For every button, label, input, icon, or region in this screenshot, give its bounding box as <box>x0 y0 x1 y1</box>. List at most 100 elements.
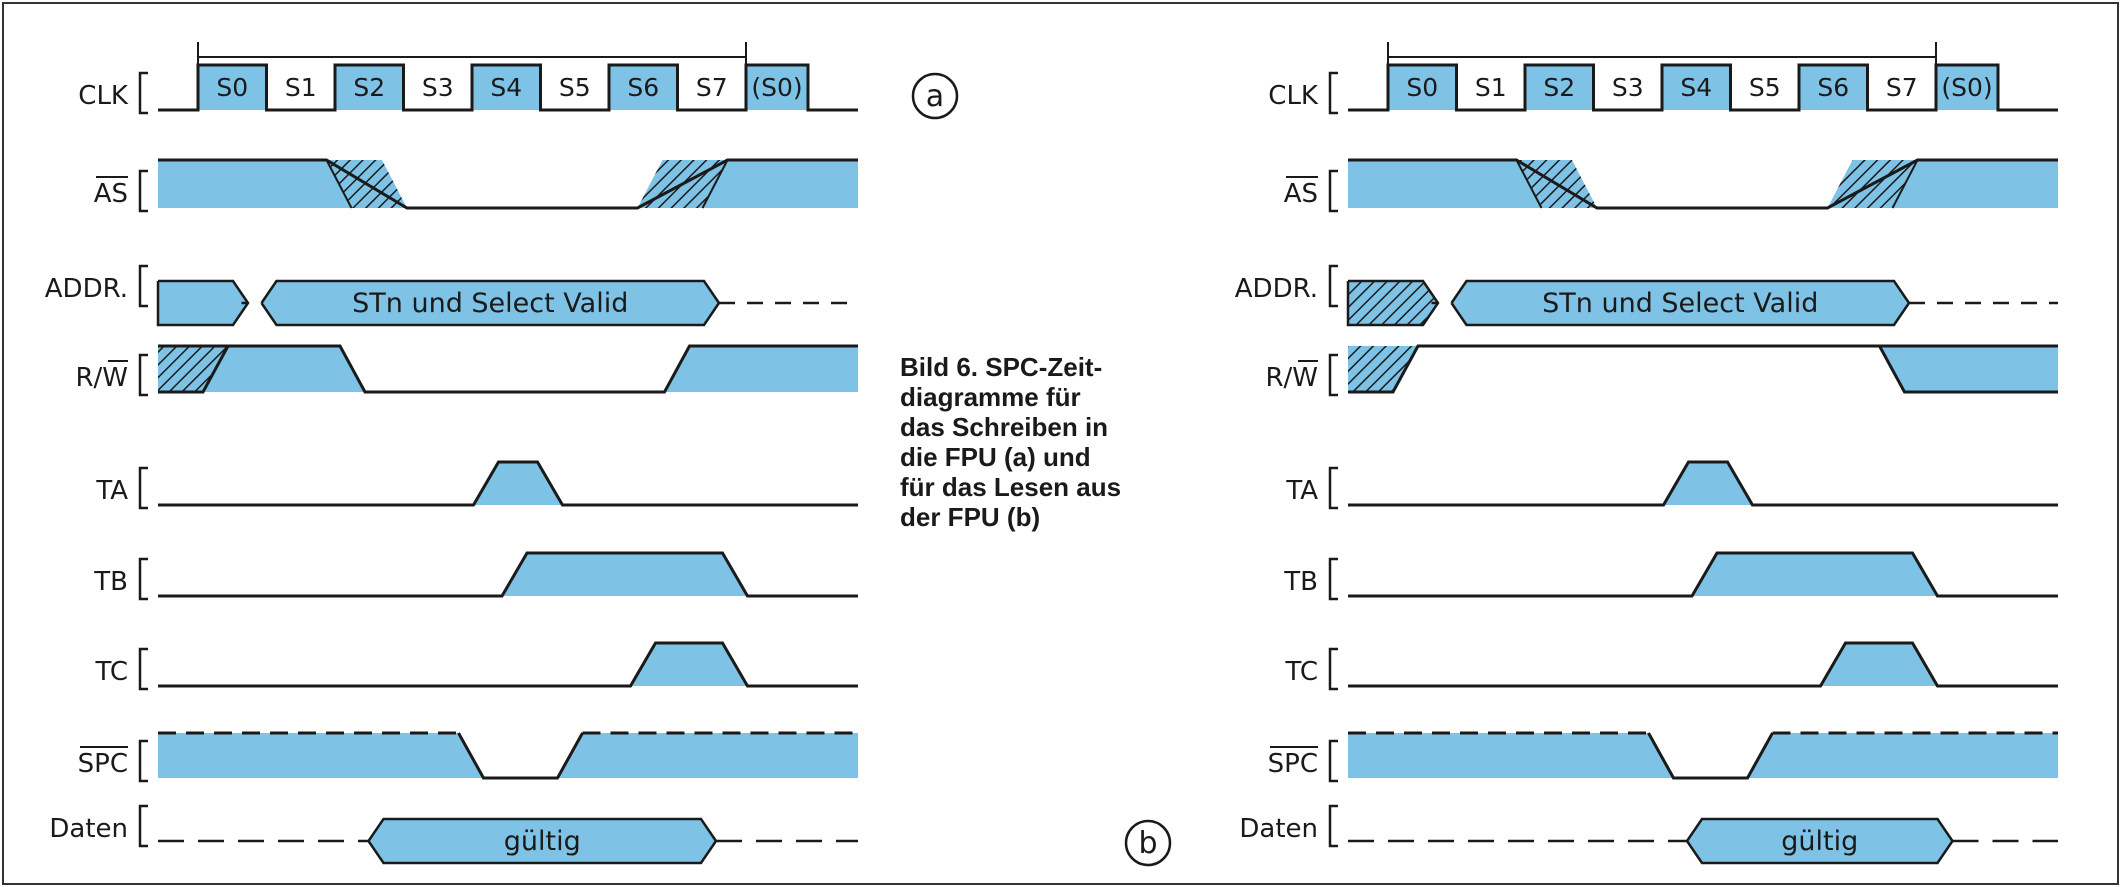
signal-label-text: Daten <box>1239 814 1318 844</box>
figure-caption: Bild 6. SPC-Zeit- diagramme für das Schr… <box>900 352 1150 532</box>
signal-label-tc: TC <box>1284 647 1338 691</box>
caption-line: der FPU (b) <box>900 502 1041 532</box>
addr-valid-label: STn und Select Valid <box>352 288 628 319</box>
clk-state-label: S1 <box>285 73 317 102</box>
spc-high-region <box>1348 733 1674 778</box>
addr-prev-region <box>1348 281 1438 325</box>
signal-label-data: Daten <box>1239 804 1338 848</box>
signal-label-text: TC <box>1284 657 1318 687</box>
signal-bracket <box>138 466 148 510</box>
clk-state-label: S4 <box>490 73 522 102</box>
signal-label-text: R/W <box>1265 363 1318 393</box>
signal-bracket <box>138 804 148 848</box>
signal-label-spc: SPC <box>1268 739 1338 783</box>
rw-low-region <box>203 346 365 392</box>
as-line <box>1348 158 2058 210</box>
clk-line <box>1348 63 2058 112</box>
panel-marker-text: a <box>926 79 944 114</box>
tc-waveform <box>1348 641 2058 688</box>
clk-high-phase <box>472 65 541 110</box>
as-hatch-edge <box>1891 159 1919 209</box>
signal-bracket <box>1328 466 1338 510</box>
rw-waveform <box>1348 344 2058 394</box>
signal-bracket <box>138 739 148 783</box>
clk-state-label: S5 <box>559 73 591 102</box>
spc-waveform <box>1348 731 2058 780</box>
signal-label-spc: SPC <box>78 739 148 783</box>
tb-waveform <box>1348 551 2058 598</box>
data-valid-region <box>368 819 716 863</box>
panel-marker: b <box>1124 819 1172 867</box>
panel-marker: a <box>911 72 959 120</box>
rw-waveform <box>158 344 858 394</box>
signal-label-tc: TC <box>94 647 148 691</box>
signal-bracket <box>1328 557 1338 601</box>
ta-waveform-active-region <box>1663 462 1753 505</box>
signal-label-text: ADDR. <box>45 274 128 304</box>
rw-line <box>158 345 230 394</box>
signal-label-tb: TB <box>1283 557 1338 601</box>
signal-label-text: CLK <box>78 81 129 111</box>
clk-state-label: S0 <box>1406 73 1438 102</box>
as-hatch-edge <box>701 159 729 209</box>
signal-bracket <box>1328 169 1338 213</box>
clk-high-phase <box>1388 65 1457 110</box>
clk-state-label: S7 <box>1886 73 1918 102</box>
rw-line <box>158 344 858 394</box>
signal-label-tb: TB <box>93 557 148 601</box>
tb-waveform-line <box>158 551 858 598</box>
as-hatch-edge <box>325 159 353 209</box>
signal-label-as: AS <box>94 169 148 213</box>
signal-label-ta: TA <box>95 466 148 510</box>
addr-valid-label: STn und Select Valid <box>1542 288 1818 319</box>
clk-high-phase <box>746 65 808 110</box>
clk-state-label: S3 <box>1612 73 1644 102</box>
tc-waveform <box>158 641 858 688</box>
signal-label-text: TA <box>1285 476 1318 506</box>
signal-label-rw: R/W <box>1265 353 1338 397</box>
clk-high-phase <box>609 65 678 110</box>
signal-label-text: R/W <box>75 363 128 393</box>
spc-line <box>457 732 584 780</box>
as-high-region <box>158 160 352 208</box>
clk-state-label: S1 <box>1475 73 1507 102</box>
panel-marker-text: b <box>1138 826 1157 861</box>
signal-bracket <box>1328 264 1338 308</box>
signal-label-data: Daten <box>49 804 148 848</box>
rw-line <box>1348 344 2058 394</box>
ta-waveform <box>158 460 858 507</box>
addr-waveform: STn und Select Valid <box>1346 279 2058 327</box>
rw-next-region <box>664 346 858 392</box>
clk-state-label: S2 <box>353 73 385 102</box>
signal-bracket <box>138 169 148 213</box>
signal-label-text: CLK <box>1268 81 1319 111</box>
signal-bracket <box>1328 739 1338 783</box>
clk-high-phase <box>1936 65 1998 110</box>
caption-line: die FPU (a) und <box>900 442 1091 472</box>
signal-label-text: TA <box>95 476 128 506</box>
clk-state-label: S2 <box>1543 73 1575 102</box>
clk-state-label: S3 <box>422 73 454 102</box>
signal-label-addr: ADDR. <box>45 264 148 308</box>
clk-state-label: S5 <box>1749 73 1781 102</box>
tc-waveform-active-region <box>630 643 748 686</box>
spc-waveform <box>158 731 858 780</box>
tc-waveform-line <box>1348 641 2058 688</box>
data-waveform: gültig <box>158 817 858 865</box>
spc-line <box>1647 732 1774 780</box>
clk-state-label: S4 <box>1680 73 1712 102</box>
signal-label-addr: ADDR. <box>1235 264 1338 308</box>
signal-label-ta: TA <box>1285 466 1338 510</box>
clk-state-label: S7 <box>696 73 728 102</box>
panel-marker-circle <box>911 72 959 120</box>
signal-label-text: AS <box>94 179 128 209</box>
signal-label-text: SPC <box>78 749 128 779</box>
signal-bracket <box>138 557 148 601</box>
signal-label-clk: CLK <box>1268 71 1338 115</box>
tc-waveform-active-region <box>1820 643 1938 686</box>
addr-prev-outline <box>1346 279 1440 327</box>
signal-bracket <box>1328 353 1338 397</box>
data-valid-region <box>1687 819 1953 863</box>
